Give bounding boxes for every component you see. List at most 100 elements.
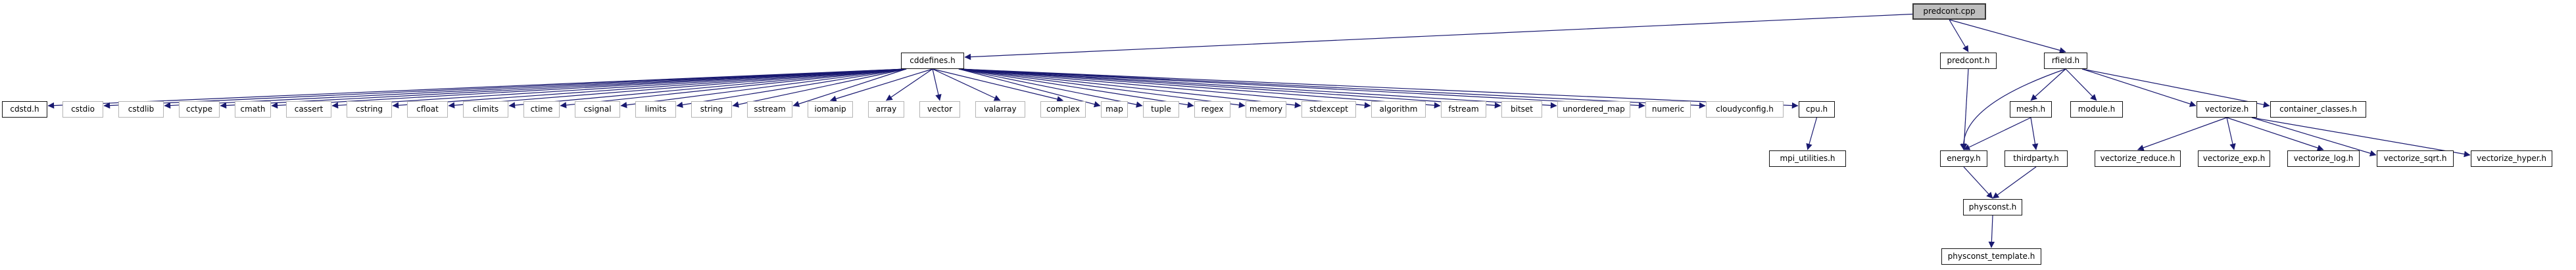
edge-mesh-h-to-energy-h bbox=[1963, 117, 2031, 150]
node-physconst-h[interactable]: physconst.h bbox=[1963, 199, 2022, 215]
node-vectorize-hyper-h[interactable]: vectorize_hyper.h bbox=[2471, 150, 2552, 167]
edge-cddefines-h-to-stdexcept bbox=[958, 68, 1301, 108]
edge-cddefines-h-to-ctime bbox=[560, 68, 907, 108]
edge-cddefines-h-to-string bbox=[732, 68, 907, 108]
node-predcont-h[interactable]: predcont.h bbox=[1940, 53, 1997, 69]
node-mesh-h[interactable]: mesh.h bbox=[2010, 101, 2052, 118]
edge-cddefines-h-to-memory bbox=[958, 68, 1246, 108]
edge-cddefines-h-to-climits bbox=[508, 68, 907, 108]
node-bitset: bitset bbox=[1501, 101, 1542, 118]
node-tuple: tuple bbox=[1143, 101, 1179, 118]
edge-cddefines-h-to-algorithm bbox=[958, 68, 1371, 108]
node-vectorize-h[interactable]: vectorize.h bbox=[2197, 101, 2257, 118]
node-memory: memory bbox=[1246, 101, 1286, 118]
node-vectorize-log-h[interactable]: vectorize_log.h bbox=[2287, 150, 2360, 167]
node-cassert: cassert bbox=[286, 101, 331, 118]
edge-cddefines-h-to-array bbox=[886, 68, 933, 101]
node-vectorize-sqrt-h[interactable]: vectorize_sqrt.h bbox=[2377, 150, 2454, 167]
edge-cddefines-h-to-sstream bbox=[792, 68, 907, 107]
edge-cddefines-h-to-cmath bbox=[271, 68, 907, 109]
edge-cddefines-h-to-cdstd-h bbox=[47, 68, 907, 109]
edge-cddefines-h-to-iomanip bbox=[830, 68, 933, 102]
node-cstdlib: cstdlib bbox=[118, 101, 164, 118]
edge-predcont-cpp-to-cddefines-h bbox=[964, 13, 1913, 60]
edge-energy-h-to-physconst-h bbox=[1963, 166, 1993, 199]
edge-rfield-h-to-mesh-h bbox=[2030, 68, 2066, 101]
node-string: string bbox=[691, 101, 732, 118]
edge-rfield-h-to-module-h bbox=[2065, 68, 2097, 101]
edge-cddefines-h-to-cstdio bbox=[103, 68, 907, 109]
edge-vectorize-h-to-vectorize-hyper-h bbox=[2251, 117, 2471, 158]
node-limits: limits bbox=[635, 101, 676, 118]
edge-cddefines-h-to-vector bbox=[932, 68, 942, 101]
edge-cddefines-h-to-cstdlib bbox=[164, 68, 907, 109]
node-unordered-map: unordered_map bbox=[1557, 101, 1630, 118]
node-rfield-h[interactable]: rfield.h bbox=[2044, 53, 2087, 69]
edge-thirdparty-h-to-physconst-h bbox=[1992, 166, 2037, 199]
edge-physconst-h-to-physconst-template-h bbox=[1988, 215, 1995, 248]
edge-cddefines-h-to-csignal bbox=[620, 68, 907, 108]
edge-cddefines-h-to-limits bbox=[676, 68, 907, 108]
node-cctype: cctype bbox=[179, 101, 220, 118]
node-cddefines-h[interactable]: cddefines.h bbox=[901, 53, 964, 69]
node-cfloat: cfloat bbox=[407, 101, 448, 118]
edge-vectorize-h-to-vectorize-exp-h bbox=[2226, 117, 2236, 150]
edge-rfield-h-to-container-classes-h bbox=[2081, 68, 2270, 108]
edge-vectorize-h-to-vectorize-log-h bbox=[2226, 117, 2324, 151]
edge-cddefines-h-to-fstream bbox=[958, 68, 1441, 109]
edge-cddefines-h-to-cloudyconfig-h bbox=[958, 68, 1706, 109]
node-regex: regex bbox=[1194, 101, 1230, 118]
node-physconst-template-h[interactable]: physconst_template.h bbox=[1941, 248, 2041, 265]
node-sstream: sstream bbox=[747, 101, 792, 118]
node-mpi-utilities-h[interactable]: mpi_utilities.h bbox=[1769, 150, 1846, 167]
node-complex: complex bbox=[1040, 101, 1086, 118]
node-ctime: ctime bbox=[523, 101, 560, 118]
edge-cpu-h-to-mpi-utilities-h bbox=[1806, 117, 1818, 150]
edge-cddefines-h-to-complex bbox=[932, 68, 1063, 102]
node-algorithm: algorithm bbox=[1371, 101, 1426, 118]
node-predcont-cpp: predcont.cpp bbox=[1912, 3, 1986, 20]
node-cstdio: cstdio bbox=[62, 101, 103, 118]
edge-predcont-h-to-energy-h bbox=[1960, 68, 1969, 150]
node-container-classes-h[interactable]: container_classes.h bbox=[2270, 101, 2366, 118]
edge-predcont-cpp-to-rfield-h bbox=[1949, 19, 2066, 54]
edge-cddefines-h-to-numeric bbox=[958, 68, 1645, 109]
node-array: array bbox=[868, 101, 904, 118]
node-module-h[interactable]: module.h bbox=[2070, 101, 2123, 118]
edge-cddefines-h-to-map bbox=[958, 68, 1101, 108]
edge-predcont-cpp-to-predcont-h bbox=[1949, 19, 1969, 53]
node-cmath: cmath bbox=[235, 101, 271, 118]
edge-cddefines-h-to-unordered-map bbox=[958, 68, 1557, 109]
edge-cddefines-h-to-cassert bbox=[331, 68, 907, 109]
node-cdstd-h[interactable]: cdstd.h bbox=[2, 101, 47, 118]
node-cloudyconfig-h: cloudyconfig.h bbox=[1706, 101, 1784, 118]
edge-cddefines-h-to-regex bbox=[958, 68, 1194, 108]
edge-cddefines-h-to-valarray bbox=[932, 68, 1001, 101]
edge-mesh-h-to-thirdparty-h bbox=[2030, 117, 2039, 150]
edge-cddefines-h-to-cpu-h bbox=[958, 68, 1799, 109]
edge-cddefines-h-to-cstring bbox=[392, 68, 907, 109]
edge-vectorize-h-to-vectorize-reduce-h bbox=[2137, 117, 2227, 151]
edge-cddefines-h-to-bitset bbox=[958, 68, 1501, 109]
edge-cddefines-h-to-tuple bbox=[958, 68, 1143, 108]
node-climits: climits bbox=[463, 101, 508, 118]
edge-cddefines-h-to-cctype bbox=[220, 68, 907, 109]
node-cstring: cstring bbox=[347, 101, 392, 118]
node-thirdparty-h[interactable]: thirdparty.h bbox=[2005, 150, 2068, 167]
node-vectorize-reduce-h[interactable]: vectorize_reduce.h bbox=[2095, 150, 2181, 167]
node-iomanip: iomanip bbox=[808, 101, 853, 118]
node-energy-h[interactable]: energy.h bbox=[1940, 150, 1987, 167]
node-vectorize-exp-h[interactable]: vectorize_exp.h bbox=[2198, 150, 2270, 167]
node-map: map bbox=[1101, 101, 1128, 118]
edge-rfield-h-to-vectorize-h bbox=[2081, 68, 2197, 107]
node-csignal: csignal bbox=[575, 101, 620, 118]
edge-vectorize-h-to-vectorize-sqrt-h bbox=[2251, 117, 2377, 156]
node-vector: vector bbox=[919, 101, 960, 118]
edge-rfield-h-to-energy-h bbox=[1960, 68, 2066, 150]
node-cpu-h[interactable]: cpu.h bbox=[1799, 101, 1835, 118]
edge-cddefines-h-to-cfloat bbox=[448, 68, 907, 109]
node-fstream: fstream bbox=[1441, 101, 1486, 118]
node-numeric: numeric bbox=[1645, 101, 1691, 118]
